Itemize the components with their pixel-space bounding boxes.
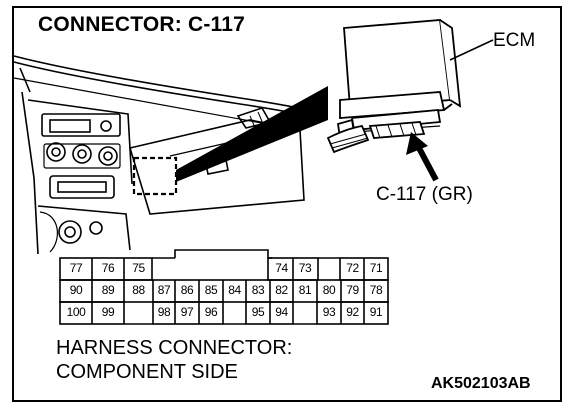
connector-title: CONNECTOR: C-117	[38, 13, 246, 36]
pin-label: 97	[180, 305, 194, 319]
pin-label: 81	[298, 283, 312, 297]
connector-pin-grid	[59, 249, 389, 325]
caption-harness-connector: HARNESS CONNECTOR:	[56, 337, 293, 359]
pin-label: 77	[69, 261, 83, 275]
pin-label: 79	[346, 283, 359, 297]
pin-label: 74	[275, 261, 288, 275]
pin-label: 73	[298, 261, 312, 275]
pin-label: 75	[132, 261, 145, 275]
pin-label: 72	[346, 261, 359, 275]
pin-label: 71	[369, 261, 383, 275]
pointer-arrow-icon	[406, 132, 439, 182]
pin-label: 91	[369, 305, 383, 319]
pin-label: 83	[251, 283, 265, 297]
dashboard-illustration	[13, 55, 329, 255]
pin-label: 96	[204, 305, 218, 319]
pin-label: 80	[322, 283, 336, 297]
pin-label: 88	[132, 283, 145, 297]
pin-label: 86	[180, 283, 194, 297]
pin-label: 85	[204, 283, 218, 297]
ecm-label: ECM	[493, 30, 536, 51]
pin-label: 98	[157, 305, 171, 319]
pin-label: 90	[69, 283, 83, 297]
document-id: AK502103AB	[431, 375, 531, 392]
diagram-frame	[12, 6, 562, 402]
pin-label: 76	[101, 261, 115, 275]
pin-label: 84	[228, 283, 241, 297]
pin-label: 94	[275, 305, 288, 319]
pin-label: 78	[369, 283, 383, 297]
pin-label: 100	[66, 305, 86, 319]
pin-label: 93	[322, 305, 336, 319]
ecm-leader-line	[449, 39, 494, 61]
pin-label: 82	[275, 283, 288, 297]
caption-component-side: COMPONENT SIDE	[56, 361, 238, 383]
pin-label: 92	[346, 305, 359, 319]
pin-label: 99	[101, 305, 115, 319]
projection-wedge	[176, 86, 328, 182]
pin-label: 95	[251, 305, 265, 319]
pin-label: 89	[101, 283, 115, 297]
connector-callout-label: C-117 (GR)	[376, 184, 473, 205]
ecm-unit-illustration	[326, 19, 462, 154]
pin-label: 87	[157, 283, 171, 297]
